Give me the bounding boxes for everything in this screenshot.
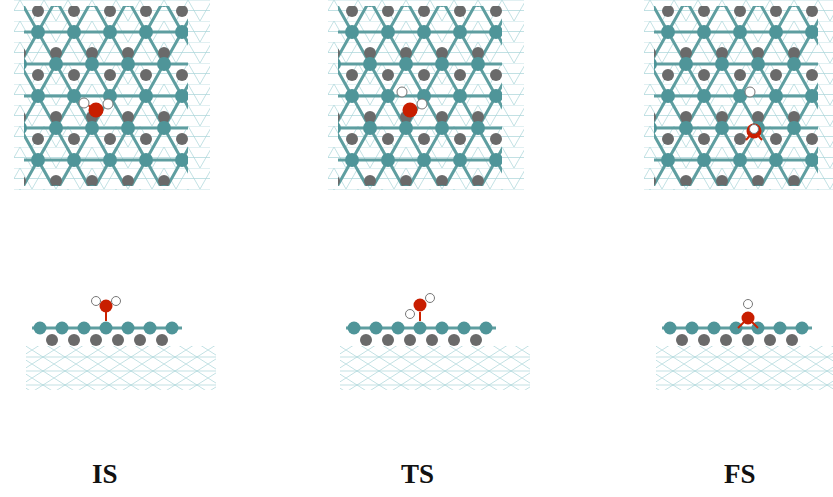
state-label: TS (401, 459, 434, 490)
state-label: IS (92, 459, 118, 490)
state-label: FS (724, 459, 756, 490)
